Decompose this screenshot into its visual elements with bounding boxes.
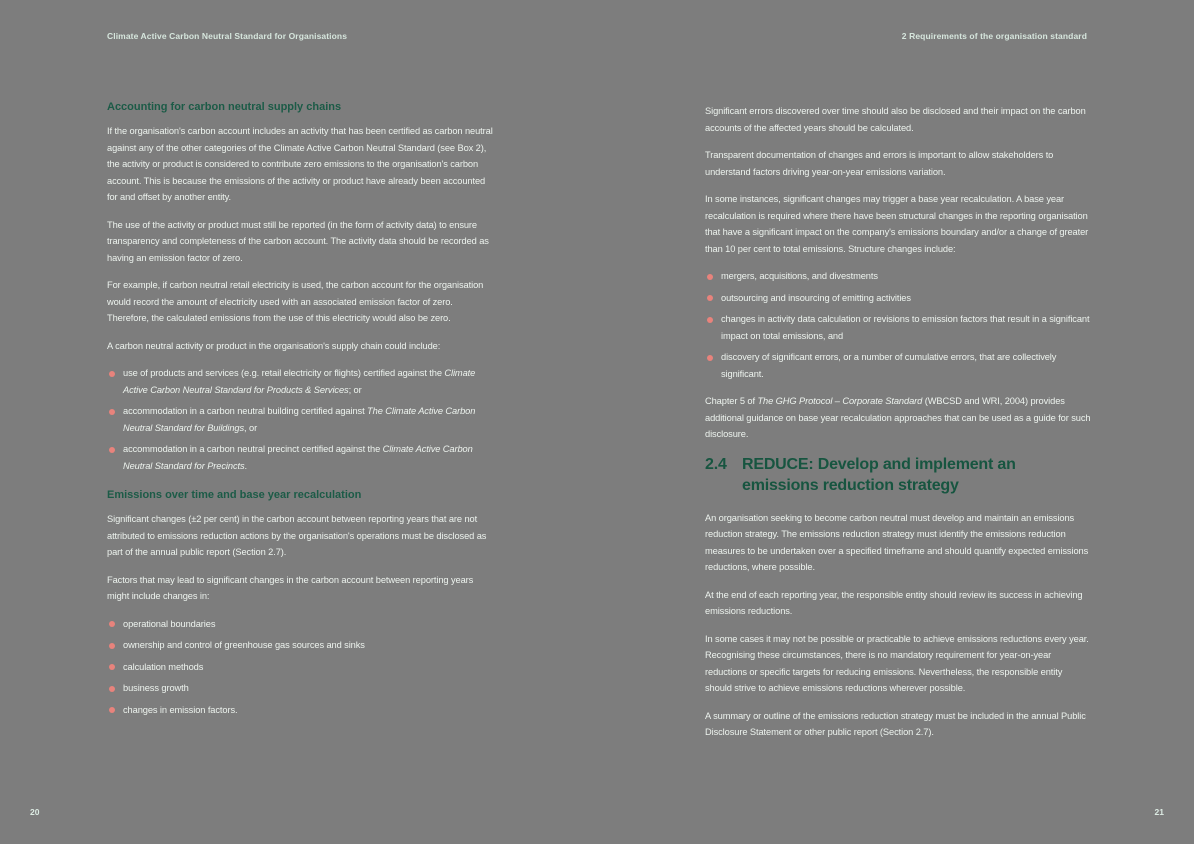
bullet-text: outsourcing and insourcing of emitting a… — [721, 292, 911, 303]
page-number-left: 20 — [30, 807, 40, 817]
bullet-item: business growth — [107, 680, 493, 697]
paragraph-supply-chain-intro: A carbon neutral activity or product in … — [107, 340, 441, 351]
bullet-item: use of products and services (e.g. retai… — [107, 365, 493, 398]
bullet-text-suffix: , or — [244, 422, 258, 433]
heading-emissions-over-time: Emissions over time and base year recalc… — [107, 489, 362, 501]
bullet-text: mergers, acquisitions, and divestments — [721, 271, 878, 281]
paragraph-no-mandatory-requirement: In some cases it may not be possible or … — [705, 633, 1089, 694]
standard-title: Climate Active Carbon Neutral Standard f… — [123, 368, 476, 395]
paragraph-electricity-example: For example, if carbon neutral retail el… — [107, 280, 484, 323]
bullet-item: accommodation in a carbon neutral precin… — [107, 441, 493, 474]
bullet-item: outsourcing and insourcing of emitting a… — [705, 290, 1091, 307]
bullet-dot-icon — [109, 685, 115, 692]
bullet-item: ownership and control of greenhouse gas … — [107, 637, 493, 654]
bullet-dot-icon — [707, 316, 713, 323]
bullet-text: discovery of significant errors, or a nu… — [721, 352, 1057, 379]
bullet-item: mergers, acquisitions, and divestments — [705, 268, 1091, 285]
bullet-item: calculation methods — [107, 659, 493, 676]
bullet-dot-icon — [109, 370, 115, 377]
section-title: REDUCE: Develop and implement an emissio… — [742, 455, 1016, 494]
bullet-dot-icon — [109, 664, 115, 670]
paragraph-text: Chapter 5 of — [705, 396, 758, 406]
right-page: Significant errors discovered over time … — [705, 103, 1091, 752]
bullet-text: calculation methods — [123, 661, 204, 672]
paragraph-factors-intro: Factors that may lead to significant cha… — [107, 574, 474, 602]
bullet-text-suffix: ; or — [348, 384, 362, 395]
bullet-dot-icon — [707, 354, 713, 361]
paragraph-review-success: At the end of each reporting year, the r… — [705, 589, 1083, 617]
bullet-text: business growth — [123, 683, 189, 693]
bullet-dot-icon — [109, 408, 115, 415]
paragraph-significant-errors: Significant errors discovered over time … — [705, 106, 1086, 133]
paragraph-reduction-strategy: An organisation seeking to become carbon… — [705, 512, 1089, 573]
bullet-dot-icon — [109, 446, 115, 453]
paragraph-significant-changes: Significant changes (±2 per cent) in the… — [107, 514, 487, 557]
standard-title: The Climate Active Carbon Neutral Standa… — [123, 406, 476, 433]
bullet-item: accommodation in a carbon neutral buildi… — [107, 403, 493, 436]
paragraph-text-suffix: (WBCSD and WRI, 2004) provides additiona… — [705, 396, 1091, 439]
bullet-text-suffix: . — [244, 460, 248, 471]
bullet-dot-icon — [707, 295, 713, 301]
section-heading-2-4: 2.4 REDUCE: Develop and implement an emi… — [705, 454, 1091, 496]
page-number-right: 21 — [1154, 807, 1164, 817]
factors-bullet-list: operational boundaries ownership and con… — [107, 616, 493, 719]
paragraph-summary-disclosure: A summary or outline of the emissions re… — [705, 710, 1086, 738]
paragraph-transparent-documentation: Transparent documentation of changes and… — [705, 150, 1054, 177]
heading-supply-chains: Accounting for carbon neutral supply cha… — [107, 101, 342, 113]
bullet-text: ownership and control of greenhouse gas … — [123, 640, 365, 650]
section-number: 2.4 — [705, 455, 727, 473]
bullet-dot-icon — [109, 642, 115, 649]
running-header-left: Climate Active Carbon Neutral Standard f… — [107, 31, 348, 41]
bullet-text: accommodation in a carbon neutral precin… — [123, 444, 383, 454]
bullet-dot-icon — [109, 621, 115, 627]
bullet-text: operational boundaries — [123, 618, 216, 629]
standard-title: The GHG Protocol – Corporate Standard — [757, 396, 923, 406]
bullet-dot-icon — [109, 707, 115, 713]
bullet-text: changes in emission factors. — [123, 704, 238, 715]
supply-chain-bullet-list: use of products and services (e.g. retai… — [107, 365, 493, 474]
structure-changes-bullet-list: mergers, acquisitions, and divestments o… — [705, 268, 1091, 382]
running-header-right: 2 Requirements of the organisation stand… — [901, 31, 1087, 41]
paragraph-activity-data: The use of the activity or product must … — [107, 219, 489, 263]
bullet-item: discovery of significant errors, or a nu… — [705, 349, 1091, 382]
paragraph-base-year-recalculation: In some instances, significant changes m… — [705, 194, 1089, 254]
bullet-text: use of products and services (e.g. retai… — [123, 368, 445, 378]
paragraph-certified-activity: If the organisation's carbon account inc… — [107, 126, 493, 202]
paragraph-ghg-protocol: Chapter 5 of The GHG Protocol – Corporat… — [705, 393, 1091, 443]
bullet-item: changes in emission factors. — [107, 702, 493, 719]
bullet-dot-icon — [707, 273, 713, 280]
bullet-text: changes in activity data calculation or … — [721, 314, 1090, 341]
bullet-item: changes in activity data calculation or … — [705, 311, 1091, 344]
bullet-item: operational boundaries — [107, 616, 493, 633]
left-page: Accounting for carbon neutral supply cha… — [107, 100, 493, 729]
bullet-text: accommodation in a carbon neutral buildi… — [123, 406, 368, 416]
standard-title: Climate Active Carbon Neutral Standard f… — [123, 444, 473, 471]
